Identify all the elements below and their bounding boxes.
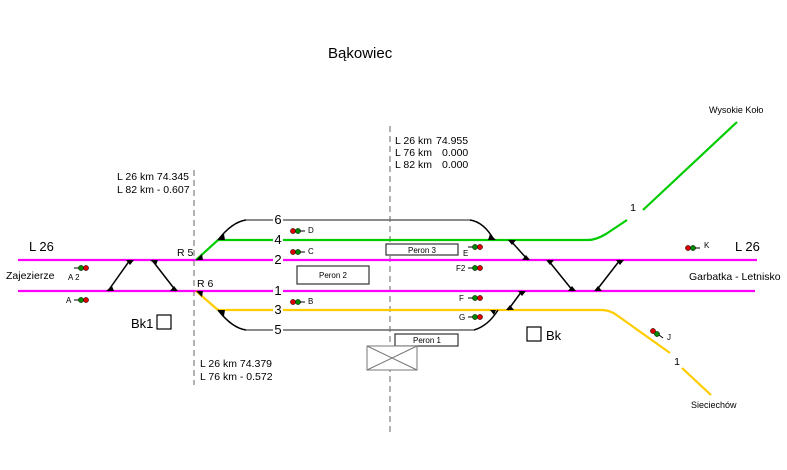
switch-marker <box>546 260 554 265</box>
direction-wysokie-kolo: Wysokie Koło <box>709 105 763 115</box>
switch-marker <box>126 260 134 265</box>
signal-j-icon <box>650 328 664 339</box>
signal-k-label: K <box>704 241 710 250</box>
km-label-left-top-2: L 82 km - 0.607 <box>117 184 190 196</box>
switch-marker <box>170 286 178 291</box>
signal-j-label: J <box>667 333 671 342</box>
signal-f-label: F <box>459 294 464 303</box>
track-number-6: 6 <box>274 212 281 227</box>
switch-marker <box>522 255 530 260</box>
signal-a2-icon <box>74 265 89 271</box>
track-5-right-curve <box>473 309 499 331</box>
track-6-left-curve <box>217 219 247 241</box>
track-number-2: 2 <box>274 252 281 267</box>
switch-marker <box>218 310 225 316</box>
block-bk-label: Bk <box>546 328 562 343</box>
signal-k-icon <box>685 245 700 251</box>
signal-a-icon <box>74 297 89 303</box>
line-label-left: L 26 <box>29 239 54 254</box>
switch-marker <box>518 291 526 296</box>
signal-c-icon <box>290 249 305 255</box>
switch-label-r5: R 5 <box>177 247 194 259</box>
switch-marker <box>150 260 158 265</box>
signal-f-icon <box>468 295 483 301</box>
switch-marker <box>594 286 602 291</box>
switch-marker <box>568 286 576 291</box>
signal-b-label: B <box>308 297 313 306</box>
branch-wysokie-kolo <box>642 121 738 211</box>
switch-marker <box>196 291 203 297</box>
track-number-4: 4 <box>274 232 281 247</box>
track-3-right <box>283 308 671 354</box>
switch-label-r6: R 6 <box>197 278 214 290</box>
platform-1-label: Peron 1 <box>413 336 442 345</box>
direction-zajezierze: Zajezierze <box>6 270 55 282</box>
signal-a2-label: A 2 <box>68 273 80 282</box>
switch-markers <box>106 234 624 316</box>
switch-marker <box>106 286 114 291</box>
switch-marker <box>616 260 624 265</box>
platform-2 <box>296 265 370 285</box>
platform-3-label: Peron 3 <box>408 246 437 255</box>
switch-marker <box>506 305 514 310</box>
block-bk1-icon <box>156 314 172 330</box>
km-label-center-value-1: 74.955 <box>436 135 468 147</box>
track-number-1: 1 <box>274 283 281 298</box>
km-label-left-bottom-1: L 26 km 74.379 <box>200 358 272 370</box>
block-bk1-label: Bk1 <box>131 316 153 331</box>
branch-track-number-top: 1 <box>630 202 636 214</box>
switch-marker <box>218 234 225 240</box>
km-label-center-line-3: L 82 km <box>395 159 432 171</box>
km-label-center-line-1: L 26 km <box>395 135 432 147</box>
switch-marker <box>490 310 496 315</box>
signal-f2-icon <box>468 265 483 271</box>
line-label-right: L 26 <box>735 239 760 254</box>
crossover-left-2 <box>151 259 177 292</box>
track-number-5: 5 <box>274 322 281 337</box>
level-crossing-icon <box>366 345 418 371</box>
block-bk-icon <box>526 326 542 342</box>
signal-a-label: A <box>66 296 72 305</box>
crossover-right-b <box>547 259 574 292</box>
signal-e-label: E <box>463 249 468 258</box>
platform-1 <box>394 333 459 347</box>
track-4-right <box>283 219 628 242</box>
km-label-center-value-2: 0.000 <box>442 147 468 159</box>
direction-sieciechow: Sieciechów <box>691 400 737 410</box>
signal-g-icon <box>468 314 483 320</box>
switch-marker <box>196 254 203 260</box>
km-label-left-top-1: L 26 km 74.345 <box>117 171 189 183</box>
km-label-center-line-2: L 76 km <box>395 147 432 159</box>
crossover-left-1 <box>107 259 131 292</box>
branch-track-number-bottom: 1 <box>674 356 680 368</box>
track-number-3: 3 <box>274 302 281 317</box>
platform-2-label: Peron 2 <box>319 271 348 280</box>
signal-b-icon <box>290 299 305 305</box>
signal-f2-label: F2 <box>456 264 466 273</box>
km-label-center-value-3: 0.000 <box>442 159 468 171</box>
switch-marker <box>488 234 496 240</box>
switch-marker <box>508 240 516 245</box>
signal-g-label: G <box>459 313 465 322</box>
signal-c-label: C <box>308 247 314 256</box>
track-3-left <box>195 290 273 312</box>
station-title: Bąkowiec <box>328 45 393 62</box>
crossover-right-c <box>595 259 621 292</box>
platform-3 <box>385 243 459 256</box>
km-label-left-bottom-2: L 76 km - 0.572 <box>200 371 273 383</box>
track-4-left <box>195 238 273 261</box>
track-5-left-curve <box>217 309 247 331</box>
signal-e-icon <box>468 244 483 250</box>
signal-d-label: D <box>308 226 314 235</box>
branch-sieciechow <box>681 367 712 396</box>
signal-d-icon <box>290 228 305 234</box>
direction-garbatka: Garbatka - Letnisko <box>689 271 781 283</box>
